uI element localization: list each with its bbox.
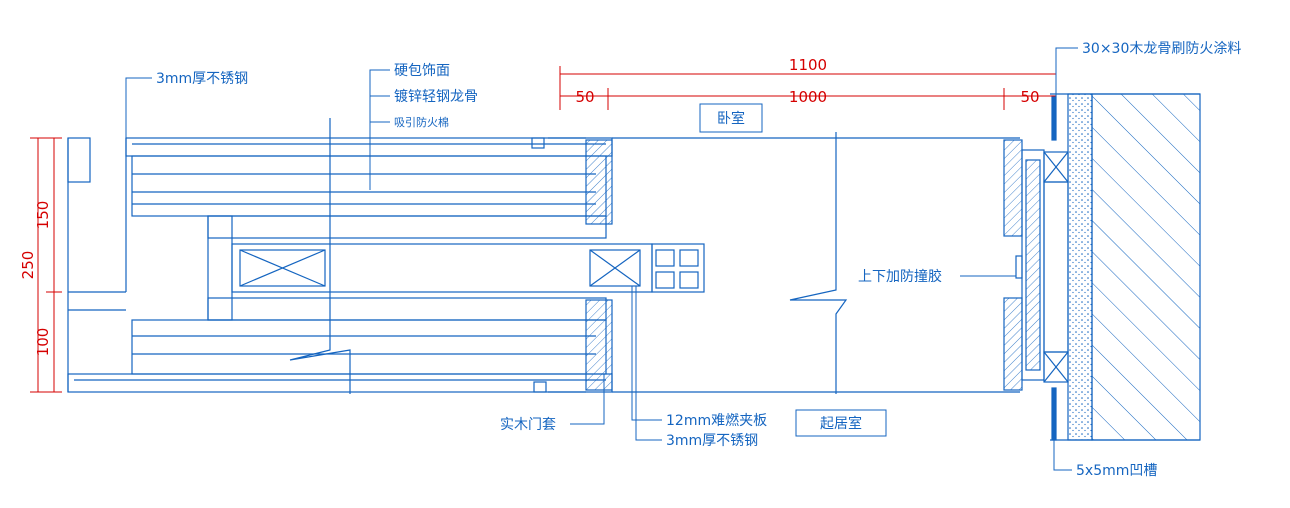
- living-room-tag-box: [795, 409, 887, 437]
- label-bumper-rubber: 上下加防撞胶: [858, 268, 942, 285]
- stainless-cap-top: [531, 137, 545, 149]
- dim-total: 1100: [789, 56, 827, 74]
- break-line-left: [289, 118, 351, 394]
- label-fire-board: 12mm难燃夹板: [666, 412, 767, 429]
- label-fire-cotton: 吸引防火棉: [394, 115, 449, 129]
- right-jamb-lower: [1003, 297, 1023, 391]
- concrete-wall: [1091, 93, 1201, 441]
- wall-render: [1067, 93, 1093, 441]
- stainless-cap-bottom: [533, 381, 547, 393]
- door-leaf-end: [651, 243, 705, 293]
- bumper-rubber: [1015, 255, 1023, 279]
- dim-right-offset: 50: [1020, 88, 1039, 106]
- break-line-right: [789, 132, 848, 394]
- upper-outer-panel: [125, 137, 613, 157]
- bedroom-tag-box: [699, 103, 763, 133]
- dim-lower-height: 100: [34, 328, 52, 357]
- label-light-steel-keel: 镀锌轻钢龙骨: [394, 88, 478, 105]
- dim-upper-height: 150: [34, 201, 52, 230]
- upper-jamb-frame: [585, 139, 613, 225]
- label-hard-finish: 硬包饰面: [394, 63, 450, 79]
- dim-overall-height: 250: [19, 251, 37, 280]
- living-room-label: 起居室: [820, 415, 862, 432]
- dim-left-offset: 50: [575, 88, 594, 106]
- left-block: [67, 137, 91, 183]
- lower-outer-panel: [67, 373, 613, 393]
- label-wood-keel: 30×30木龙骨刷防火涂料: [1082, 41, 1241, 57]
- bedroom-label: 卧室: [717, 110, 745, 127]
- label-solid-wood-frame: 实木门套: [500, 417, 556, 433]
- label-groove: 5x5mm凹槽: [1076, 463, 1157, 479]
- dim-middle: 1000: [789, 88, 827, 106]
- right-jamb-upper: [1003, 139, 1023, 237]
- label-stainless-top: 3mm厚不锈钢: [156, 71, 248, 87]
- groove-5x5: [1051, 387, 1057, 441]
- door-assembly: [67, 93, 1201, 441]
- dimensions: [30, 66, 1057, 393]
- leaders: [125, 47, 1078, 471]
- door-core: [231, 243, 653, 293]
- lower-jamb-frame: [585, 299, 613, 391]
- label-stainless-bottom: 3mm厚不锈钢: [666, 433, 758, 449]
